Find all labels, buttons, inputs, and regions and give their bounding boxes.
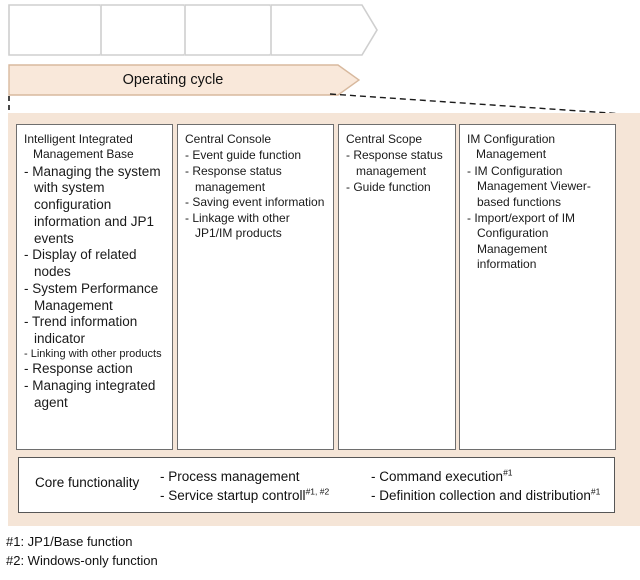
- feature-item: - Saving event information: [185, 195, 325, 210]
- feature-item: - Managing the system with system config…: [24, 163, 161, 246]
- product-box-title-line2: Management: [476, 147, 547, 162]
- flow-step-build-operate-rebuild: Build, operate,rebuild: [270, 4, 378, 56]
- product-box-title-line1: IM Configuration: [467, 132, 556, 146]
- product-box-title: Intelligent Integrated Management Base: [24, 132, 166, 163]
- product-box-title-line1: Intelligent Integrated: [24, 132, 133, 146]
- feature-item: - Linking with other products: [24, 347, 162, 360]
- product-box-title-line1: Central Console: [185, 132, 272, 146]
- product-box-intelligent-integrated-management-base: Intelligent Integrated Management Base -…: [16, 124, 173, 450]
- feature-item: - Linkage with other JP1/IM products: [185, 210, 290, 241]
- feature-item: - Response status management: [346, 148, 443, 178]
- feature-item: - Event guide function: [185, 148, 302, 163]
- feature-item: - IM Configuration Management Viewer-bas…: [467, 163, 591, 209]
- process-flow: Systemmonitoring Errordetection Investig…: [8, 4, 378, 56]
- core-functionality-column-a: - Process management - Service startup c…: [160, 467, 329, 505]
- core-item-text: - Command execution: [371, 469, 504, 484]
- core-functionality-label: Core functionality: [35, 475, 140, 490]
- core-item-footnote-ref: #1, #2: [305, 486, 330, 497]
- footnote-1: #1: JP1/Base function: [6, 534, 133, 549]
- footnotes: #1: JP1/Base function #2: Windows-only f…: [6, 533, 158, 571]
- operating-cycle-banner: Operating cycle: [8, 64, 360, 96]
- product-box-im-configuration-management: IM Configuration Management - IM Configu…: [459, 124, 616, 450]
- feature-item: - Response status management: [185, 163, 282, 194]
- flow-step-error-detection: Errordetection: [100, 4, 200, 56]
- feature-item: - Response action: [24, 361, 133, 377]
- flow-step-investigation-and-resolution: Investigationandresolution: [184, 4, 286, 56]
- feature-list: - Event guide function - Response status…: [185, 148, 327, 242]
- feature-list: - Response status management - Guide fun…: [346, 148, 449, 195]
- feature-item: - Import/export of IM Configuration Mana…: [467, 210, 576, 272]
- core-functionality-item: - Process management: [160, 467, 329, 486]
- core-item-text: - Definition collection and distribution: [371, 488, 591, 504]
- feature-item: - Trend information indicator: [24, 314, 138, 347]
- feature-item: - Display of related nodes: [24, 247, 137, 280]
- feature-item: - Managing integrated agent: [24, 377, 156, 410]
- core-functionality-item: - Definition collection and distribution…: [371, 486, 600, 505]
- core-functionality-box: Core functionality - Process management …: [18, 457, 615, 513]
- product-box-central-scope: Central Scope - Response status manageme…: [338, 124, 456, 450]
- chevron-shape-icon: [270, 4, 378, 56]
- product-box-central-console: Central Console - Event guide function -…: [177, 124, 334, 450]
- core-item-text: - Process management: [160, 469, 300, 484]
- product-box-title-line2: Management Base: [33, 147, 134, 162]
- footnote-2: #2: Windows-only function: [6, 552, 158, 568]
- core-item-footnote-ref: #1: [590, 486, 601, 497]
- product-box-title: IM Configuration Management: [467, 132, 609, 163]
- product-box-title: Central Scope: [346, 132, 449, 147]
- feature-item: - Guide function: [346, 179, 431, 194]
- core-functionality-item: - Service startup controll#1, #2: [160, 486, 329, 505]
- core-functionality-column-b: - Command execution#1 - Definition colle…: [371, 467, 600, 505]
- core-functionality-item: - Command execution#1: [371, 467, 600, 486]
- operating-cycle-label: Operating cycle: [122, 72, 224, 88]
- feature-item: - System Performance Management: [24, 280, 159, 313]
- feature-list: - IM Configuration Management Viewer-bas…: [467, 164, 609, 273]
- banner-arrow-icon: [8, 64, 360, 96]
- product-box-title: Central Console: [185, 132, 327, 147]
- core-item-footnote-ref: #1: [503, 467, 513, 478]
- core-item-text: - Service startup controll: [160, 488, 306, 504]
- feature-list: - Managing the system with system config…: [24, 164, 166, 412]
- product-box-title-line1: Central Scope: [346, 132, 423, 146]
